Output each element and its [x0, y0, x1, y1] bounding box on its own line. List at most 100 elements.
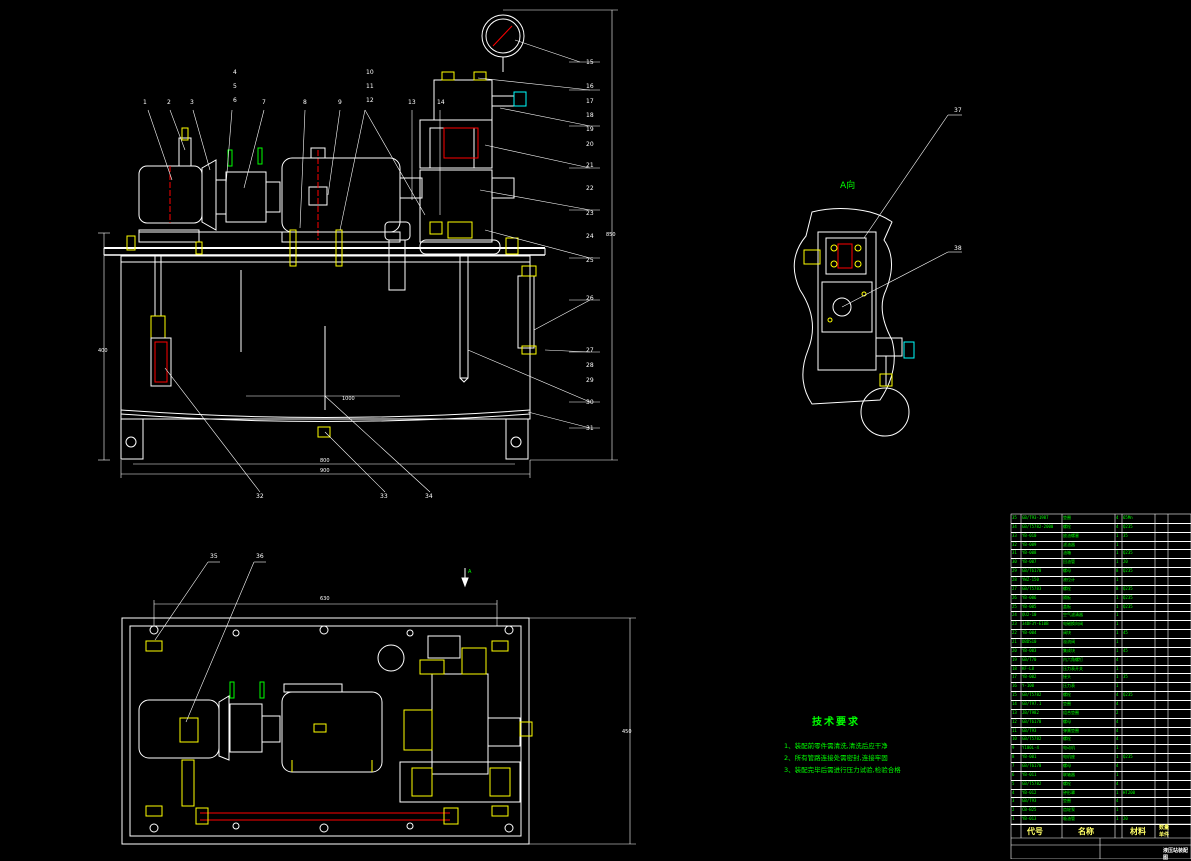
bom-cell-mat	[1123, 665, 1155, 674]
bom-cell-no: 28	[1012, 577, 1017, 582]
svg-text:1: 1	[143, 99, 147, 106]
bom-cell-code: DBDS10	[1022, 639, 1037, 644]
view-a-title: A向	[840, 181, 856, 191]
bom-cell-qty: 1	[1116, 674, 1119, 680]
bom-cell-mat	[1123, 709, 1155, 718]
front-part-numbers: 1 2 3 4 5 6 7 8 9 10 11 12 13 14 15 16 1…	[98, 59, 616, 500]
svg-text:30: 30	[586, 399, 594, 406]
bom-cell-code: YB-013	[1022, 816, 1037, 822]
bom-cell-no: 5	[1012, 780, 1015, 786]
svg-text:18: 18	[586, 112, 594, 119]
bom-cell-no: 9	[1012, 745, 1015, 751]
bom-cell-mat	[1123, 611, 1155, 620]
svg-text:800: 800	[320, 458, 330, 464]
bom-cell-name: 压力表	[1063, 683, 1075, 689]
bom-cell-mat	[1123, 541, 1155, 550]
bom-cell-qty: 1	[1116, 816, 1119, 822]
bom-cell-no: 7	[1012, 763, 1015, 768]
bom-cell-qty: 4	[1116, 727, 1119, 733]
bom-cell-name: 液位计	[1063, 577, 1075, 582]
bom-cell-qty: 8	[1116, 585, 1119, 591]
svg-text:19: 19	[586, 126, 594, 133]
bom-cell-mat: 45	[1123, 630, 1128, 636]
bom-cell-name: 空气滤清器	[1063, 612, 1083, 618]
bom-cell-name: 垫圈	[1063, 701, 1071, 706]
bom-cell-code: YB-012	[1022, 789, 1037, 795]
svg-text:9: 9	[338, 99, 342, 106]
view-a-part-numbers: 37 38	[954, 107, 962, 252]
bom-cell-qty: 1	[1116, 647, 1119, 653]
bom-cell-qty: 2	[1116, 709, 1119, 715]
tech-note-2: 2、所有管路连接处需密封,连接牢固	[784, 754, 888, 762]
svg-text:32: 32	[256, 493, 264, 500]
bom-cell-qty: 4	[1116, 701, 1119, 706]
bom-cell-name: 油箱	[1063, 550, 1071, 556]
bom-cell-mat	[1123, 682, 1155, 691]
bom-header-qty: 数量	[1159, 825, 1170, 831]
bom-cell-name: 螺栓	[1063, 692, 1071, 698]
valve-stack	[419, 169, 493, 243]
bom-cell-mat	[1123, 700, 1155, 709]
bom-cell-qty: 4	[1116, 780, 1119, 786]
bom-cell-code: YB-007	[1022, 559, 1037, 565]
bom-cell-mat: Q235	[1123, 523, 1133, 529]
bom-cell-code: YWZ-150	[1022, 577, 1039, 582]
bom-cell-no: 34	[1012, 523, 1017, 529]
bom-cell-name: 内六角螺钉	[1063, 656, 1083, 662]
bom-cell-no: 18	[1012, 665, 1017, 671]
bom-cell-code: YB-011	[1022, 771, 1037, 777]
bom-cell-code: GB/T5782	[1022, 692, 1042, 698]
bom-cell-no: 20	[1012, 647, 1017, 653]
bom-cell-qty: 8	[1116, 568, 1119, 574]
bom-cell-no: 6	[1012, 771, 1015, 777]
bom-cell-code: GB/T6170	[1022, 763, 1042, 768]
svg-text:37: 37	[954, 107, 962, 114]
bom-cell-name: 联轴器	[1063, 771, 1075, 777]
top-view	[121, 561, 636, 845]
svg-text:630: 630	[320, 596, 330, 602]
bom-cell-no: 2	[1012, 807, 1015, 813]
bom-cell-code: CB-B25	[1022, 807, 1037, 813]
bom-header-mat: 材料	[1130, 827, 1146, 836]
bom-cell-qty: 4	[1116, 692, 1119, 698]
bom-cell-code: GB/T6170	[1022, 718, 1042, 724]
bom-cell-code: YB-002	[1022, 674, 1037, 680]
svg-text:26: 26	[586, 295, 594, 302]
bom-cell-no: 16	[1012, 683, 1017, 689]
bom-cell-mat: 65Mn	[1123, 515, 1133, 520]
bom-cell-mat	[1123, 797, 1155, 806]
bom-cell-name: 电磁换向阀	[1063, 621, 1083, 627]
svg-text:29: 29	[586, 377, 594, 384]
bom-cell-name: 螺栓	[1063, 523, 1071, 529]
bom-cell-mat: 35	[1123, 674, 1128, 680]
bom-cell-qty: 1	[1116, 683, 1119, 689]
bom-cell-name: 盖板	[1063, 603, 1071, 609]
bom-cell-qty: 1	[1116, 665, 1119, 671]
title-block-name: 液压站装配图	[1163, 848, 1189, 861]
bom-cell-code: GB/T70	[1022, 656, 1037, 662]
bom-cell-name: 隔板	[1063, 594, 1071, 600]
bom-cell-qty: 1	[1116, 639, 1119, 644]
bom-cell-qty: 1	[1116, 789, 1119, 795]
bom-cell-mat	[1123, 780, 1155, 789]
svg-text:11: 11	[366, 83, 374, 90]
bom-cell-name: 螺母	[1063, 763, 1071, 768]
bom-cell-code: YB-010	[1022, 532, 1037, 538]
motor-body	[281, 157, 401, 233]
bom-cell-no: 15	[1012, 692, 1017, 698]
bom-cell-no: 17	[1012, 674, 1017, 680]
svg-text:25: 25	[586, 257, 594, 264]
bom-cell-qty: 1	[1116, 532, 1119, 538]
bom-cell-qty: 1	[1116, 577, 1119, 582]
